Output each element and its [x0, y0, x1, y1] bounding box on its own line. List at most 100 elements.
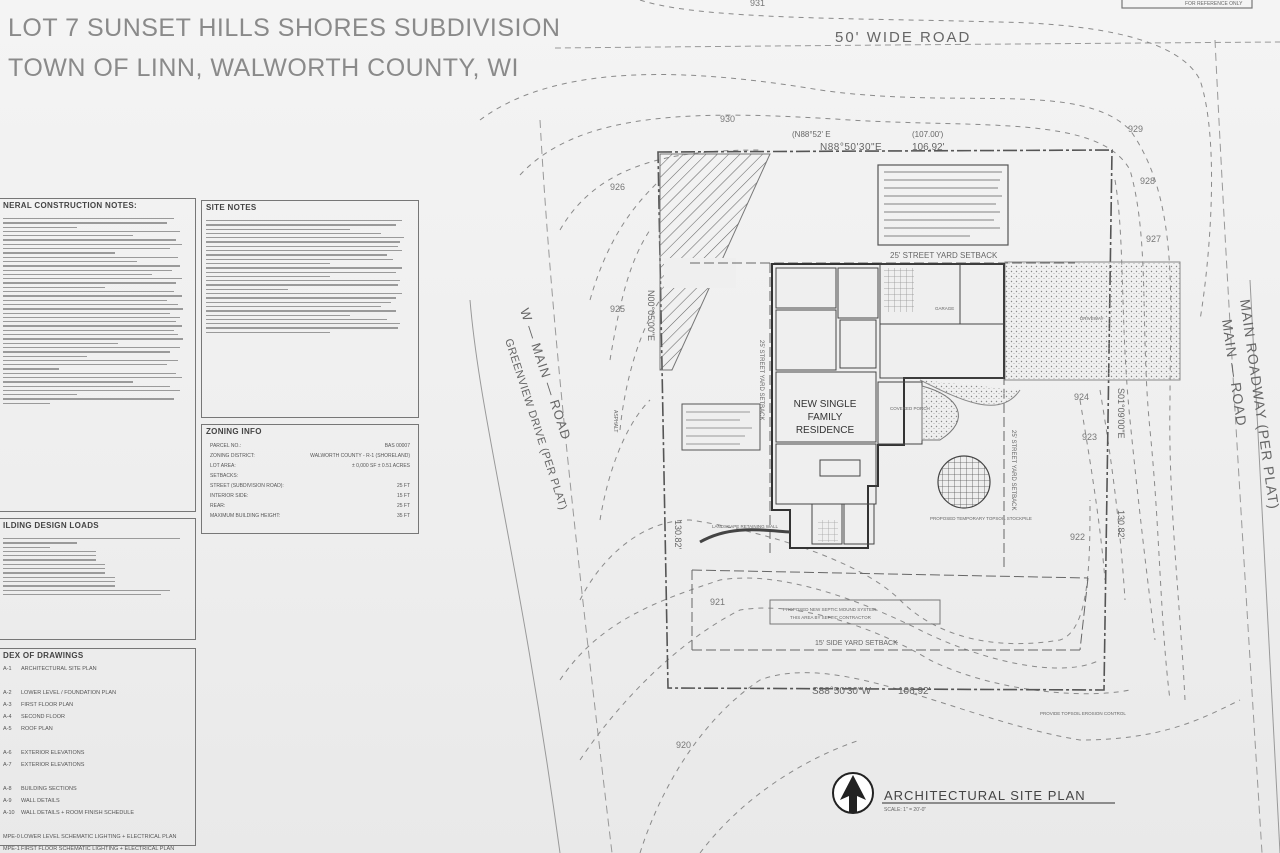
zoning-key: PARCEL NO.:	[210, 443, 242, 449]
svg-text:924: 924	[1074, 392, 1089, 402]
drawing-title: LOWER LEVEL / FOUNDATION PLAN	[21, 690, 117, 696]
floor-elevation-box	[681, 403, 761, 451]
drawing-code: A-2	[3, 690, 12, 696]
site-notes-heading: SITE NOTES	[206, 203, 257, 212]
drawing-title: FIRST FLOOR SCHEMATIC LIGHTING + ELECTRI…	[21, 846, 175, 852]
drawing-title: EXTERIOR ELEVATIONS	[21, 750, 85, 756]
drawing-index-row: A-2 LOWER LEVEL / FOUNDATION PLAN	[3, 687, 193, 699]
zoning-key: INTERIOR SIDE:	[210, 493, 249, 499]
topsoil-stockpile	[937, 455, 991, 509]
drawing-title: LOWER LEVEL SCHEMATIC LIGHTING + ELECTRI…	[21, 834, 177, 840]
zoning-value: ± 0,000 SF ± 0.51 ACRES	[351, 463, 410, 469]
reference-stamp: FOR REFERENCE ONLY	[1185, 1, 1243, 7]
site-plan-scale: SCALE: 1" = 20'-0"	[884, 807, 926, 813]
residence-label-3: RESIDENCE	[796, 425, 855, 436]
bearing-top-old-label: (N88°52' E	[792, 130, 831, 139]
drawing-title: ROOF PLAN	[21, 726, 53, 732]
zoning-row: PARCEL NO.: BAS 00007	[202, 441, 418, 451]
topsoil-note-label: PROPOSED TEMPORARY TOPSOIL STOCKPILE	[930, 516, 1032, 521]
asphalt-label: ASPHALT	[612, 410, 618, 432]
north-arrow-icon	[832, 772, 874, 814]
zoning-value: 25 FT	[396, 483, 410, 489]
contour-elevation-labels: 931 930 929 928 927 926 925 924 923 922 …	[610, 0, 1161, 750]
site-notes: SITE NOTES	[201, 200, 419, 418]
zoning-heading: ZONING INFO	[206, 427, 262, 436]
wide-road-label: 50' WIDE ROAD	[835, 29, 971, 46]
svg-text:923: 923	[1082, 432, 1097, 442]
svg-text:925: 925	[610, 304, 625, 314]
site-plan-title: ARCHITECTURAL SITE PLAN	[884, 788, 1086, 803]
distance-right-label: 130.82'	[1116, 510, 1126, 540]
septic-area	[769, 599, 941, 625]
zoning-key: ZONING DISTRICT:	[210, 453, 255, 459]
zoning-value: 25 FT	[396, 503, 410, 509]
drawing-code: A-6	[3, 750, 12, 756]
drawing-code: A-4	[3, 714, 12, 720]
drawing-title: BUILDING SECTIONS	[21, 786, 77, 792]
drawing-code: MPE-0	[3, 834, 20, 840]
drawing-code: A-3	[3, 702, 12, 708]
side-setback-label: 15' SIDE YARD SETBACK	[815, 640, 898, 647]
drawing-code: A-7	[3, 762, 12, 768]
project-location: TOWN OF LINN, WALWORTH COUNTY, WI	[8, 54, 519, 82]
drawings-index-heading: DEX OF DRAWINGS	[3, 651, 84, 660]
retaining-wall	[699, 528, 791, 544]
svg-text:926: 926	[610, 182, 625, 192]
drawing-code: A-8	[3, 786, 12, 792]
drawing-index-row: A-8 BUILDING SECTIONS	[3, 783, 193, 795]
drawing-code: A-10	[3, 810, 15, 816]
zoning-key: MAXIMUM BUILDING HEIGHT:	[210, 513, 281, 519]
zoning-row: MAXIMUM BUILDING HEIGHT: 35 FT	[202, 511, 418, 521]
bearing-top-label: N88°50'30"E	[820, 142, 882, 153]
septic-note-label-2: THIS AREA BY SEPTIC CONTRACTOR	[790, 615, 872, 620]
bearing-left-label: N00°05'00"E	[646, 290, 656, 341]
distance-top-old-label: (107.00')	[912, 130, 944, 139]
svg-text:920: 920	[676, 740, 691, 750]
retaining-wall-label: LANDSCAPE RETAINING WALL	[712, 524, 779, 529]
drawing-code: A-9	[3, 798, 12, 804]
project-title: LOT 7 SUNSET HILLS SHORES SUBDIVISION	[8, 14, 561, 42]
svg-text:931: 931	[750, 0, 765, 8]
drawing-title: WALL DETAILS + ROOM FINISH SCHEDULE	[21, 810, 135, 816]
distance-top-label: 106.92'	[912, 142, 945, 153]
drawing-index-row: A-7 EXTERIOR ELEVATIONS	[3, 759, 193, 771]
zoning-value: BAS 00007	[384, 443, 410, 449]
distance-bottom-label: 106.92'	[898, 686, 931, 697]
street-setback-vertical-2: 25' STREET YARD SETBACK	[1010, 430, 1016, 511]
drawing-index-row: A-5 ROOF PLAN	[3, 723, 193, 735]
site-notes-text	[206, 217, 412, 336]
svg-text:921: 921	[710, 597, 725, 607]
design-loads-text	[3, 535, 189, 598]
general-notes-text	[3, 215, 189, 505]
zoning-row: SETBACKS:	[202, 471, 418, 481]
zoning-key: STREET (SUBDIVISION ROAD):	[210, 483, 284, 489]
svg-text:930: 930	[720, 114, 735, 124]
drawing-title: EXTERIOR ELEVATIONS	[21, 762, 85, 768]
zoning-value: 35 FT	[396, 513, 410, 519]
svg-text:922: 922	[1070, 532, 1085, 542]
erosion-note-label: PROVIDE TOPSOIL EROSION CONTROL	[1040, 711, 1126, 716]
zoning-key: REAR:	[210, 503, 226, 509]
bearing-right-label: S01°09'00"E	[1116, 388, 1126, 439]
drawing-code: A-5	[3, 726, 12, 732]
covered-porch-label: COVERED PORCH	[890, 406, 930, 411]
reference-stamp-box	[1121, 0, 1253, 9]
zoning-row: INTERIOR SIDE:15 FT	[202, 491, 418, 501]
property-boundary	[657, 149, 1113, 691]
septic-note-label: PROPOSED NEW SEPTIC MOUND SYSTEM	[783, 607, 876, 612]
driveway-label: DRIVEWAY	[1080, 316, 1104, 321]
general-construction-notes: NERAL CONSTRUCTION NOTES:	[0, 198, 196, 512]
svg-text:928: 928	[1140, 176, 1155, 186]
drawing-index-row: A-6 EXTERIOR ELEVATIONS	[3, 747, 193, 759]
